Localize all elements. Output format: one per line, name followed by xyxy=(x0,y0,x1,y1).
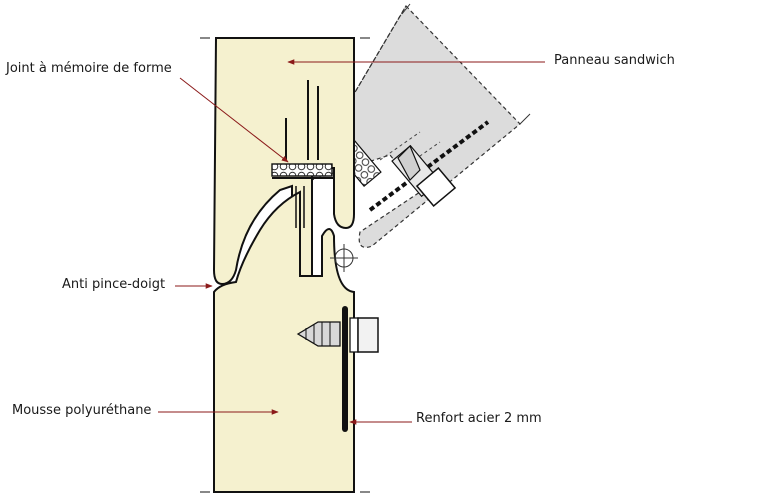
steel-reinforcement-bar xyxy=(342,306,348,432)
frame-screw xyxy=(296,317,379,353)
label-polyurethane-foam: Mousse polyuréthane xyxy=(12,403,152,418)
panel-steel-reinforcement xyxy=(368,120,490,212)
shape-memory-joint xyxy=(271,80,334,228)
label-shape-memory-joint: Joint à mémoire de forme xyxy=(6,61,172,76)
label-anti-finger-pinch: Anti pince-doigt xyxy=(62,277,166,292)
leader-lines xyxy=(158,59,545,425)
hinge-axis-mark xyxy=(330,244,358,272)
label-sandwich-panel: Panneau sandwich xyxy=(554,53,675,68)
label-steel-reinforcement: Renfort acier 2 mm xyxy=(416,411,542,426)
